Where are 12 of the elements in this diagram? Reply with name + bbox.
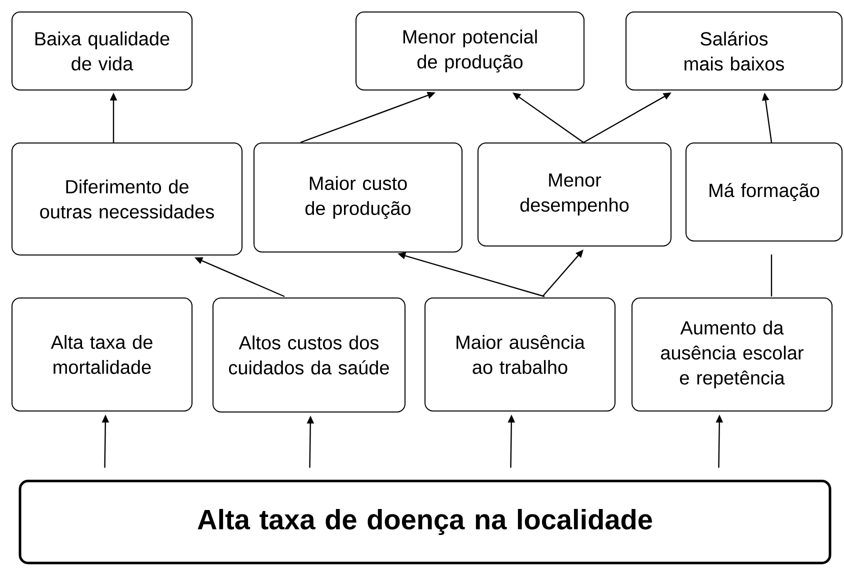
cause-box: Altos custos dos cuidados da saúde xyxy=(212,298,406,412)
cause-box: Alta taxa de mortalidade xyxy=(12,298,192,412)
cause-box: Maior ausência ao trabalho xyxy=(424,298,616,412)
cause-box: Má formação xyxy=(686,142,842,242)
cause-box: Aumento da ausência escolar e repetência xyxy=(632,298,832,412)
cause-box: Maior custo de produção xyxy=(254,142,462,252)
title-box: Alta taxa de doença na localidade xyxy=(18,480,832,564)
cause-box: Menor desempenho xyxy=(478,142,672,246)
cause-box: Menor potencial de produção xyxy=(356,12,584,90)
cause-box: Salários mais baixos xyxy=(626,12,842,90)
cause-box: Baixa qualidade de vida xyxy=(12,12,192,90)
cause-box: Diferimento de outras necessidades xyxy=(12,142,242,256)
